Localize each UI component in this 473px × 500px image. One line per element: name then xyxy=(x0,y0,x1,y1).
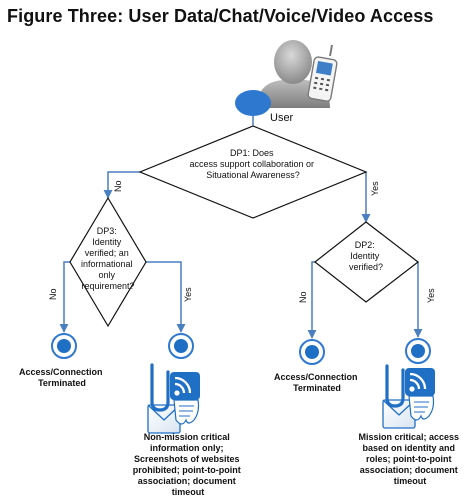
terminal-node-left xyxy=(51,333,77,359)
outcome-noncritical-line: Screenshots of websites xyxy=(134,454,240,464)
edge-label-dp2-yes: Yes xyxy=(426,288,436,303)
outcome-noncritical-label: Non-mission critical information only; S… xyxy=(133,432,243,497)
outcome-critical-label: Mission critical; access based on identi… xyxy=(358,432,461,486)
edge-label-dp3-no: No xyxy=(48,288,58,300)
phone-icon xyxy=(307,44,338,102)
dp3-text: DP3: Identity verified; an informational… xyxy=(81,226,135,291)
edge-label-dp1-no: No xyxy=(113,180,123,192)
user-label: User xyxy=(270,112,294,124)
dp1-line: DP1: Does xyxy=(230,148,274,158)
dp1-line: Situational Awareness? xyxy=(206,170,299,180)
dp3-line: informational xyxy=(81,259,133,269)
dp3-line: only xyxy=(98,270,115,280)
edge-label-dp3-yes: Yes xyxy=(183,287,193,302)
outcome-noncritical-line: timeout xyxy=(172,487,205,497)
terminated-left-line: Terminated xyxy=(38,378,86,388)
connector-dp3-yes xyxy=(146,261,186,333)
dp3-line: DP3: xyxy=(97,226,117,236)
outcome-critical-line: based on identity and xyxy=(362,443,455,453)
outcome-critical-line: timeout xyxy=(394,476,427,486)
outcome-noncritical-line: prohibited; point-to-point xyxy=(133,465,241,475)
outcome-critical-line: association; document xyxy=(360,465,458,475)
terminated-mid-line: Access/Connection xyxy=(274,372,358,382)
terminal-node-dp2-yes xyxy=(405,338,431,364)
dp2-line: DP2: xyxy=(355,240,375,250)
dp2-decision xyxy=(314,221,419,303)
dp3-line: verified; an xyxy=(85,248,129,258)
document-access-icon xyxy=(382,364,435,429)
dp1-decision xyxy=(138,125,368,219)
figure-title: Figure Three: User Data/Chat/Voice/Video… xyxy=(7,6,434,26)
outcome-critical-line: roles; point-to-point xyxy=(366,454,451,464)
dp2-line: verified? xyxy=(349,262,383,272)
dp2-text: DP2: Identity verified? xyxy=(349,240,383,272)
dp1-line: access support collaboration or xyxy=(189,159,314,169)
dp3-decision xyxy=(69,196,147,328)
outcome-critical-line: Mission critical; access xyxy=(358,432,459,442)
terminal-node-dp3-yes xyxy=(168,333,194,359)
dp3-line: requirement? xyxy=(81,281,134,291)
outcome-noncritical-line: information only; xyxy=(150,443,224,453)
terminated-mid-label: Access/Connection Terminated xyxy=(274,372,360,393)
edge-label-dp2-no: No xyxy=(298,291,308,303)
outcome-noncritical-line: Non-mission critical xyxy=(144,432,230,442)
dp3-line: Identity xyxy=(92,237,122,247)
outcome-noncritical-line: association; document xyxy=(138,476,236,486)
terminated-left-line: Access/Connection xyxy=(19,367,103,377)
dp1-text: DP1: Does access support collaboration o… xyxy=(189,148,316,180)
terminated-left-label: Access/Connection Terminated xyxy=(19,367,105,388)
document-access-icon xyxy=(147,363,200,434)
edge-label-dp1-yes: Yes xyxy=(370,181,380,196)
connector-dp2-no xyxy=(307,261,317,339)
connector-dp1-no xyxy=(103,171,140,199)
user-node xyxy=(235,90,271,116)
connector-dp3-no xyxy=(59,261,70,333)
dp2-line: Identity xyxy=(350,251,380,261)
terminal-node-mid xyxy=(299,339,325,365)
terminated-mid-line: Terminated xyxy=(293,383,341,393)
